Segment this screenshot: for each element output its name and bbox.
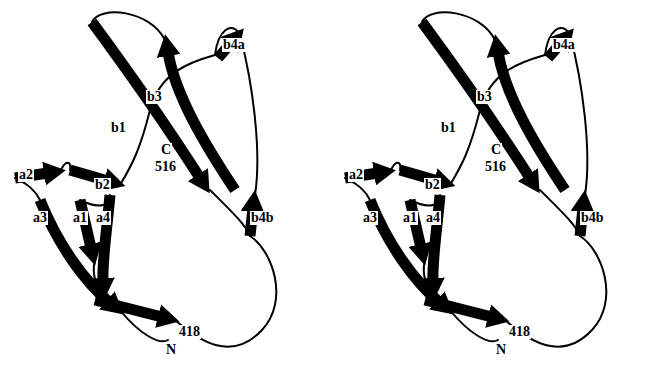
structure-label: a3: [362, 211, 378, 225]
structure-label: N: [165, 343, 177, 357]
structure-label: a2: [348, 168, 364, 182]
structure-label: b4b: [250, 211, 275, 225]
structure-label: b2: [424, 178, 441, 192]
structure-label: b4b: [580, 211, 605, 225]
structure-label: 516: [484, 160, 507, 174]
structure-label: 418: [178, 325, 201, 339]
structure-label: b4a: [222, 38, 246, 52]
structure-label: b3: [146, 90, 163, 104]
structure-label: b3: [476, 90, 493, 104]
structure-label: b1: [440, 121, 457, 135]
structure-label: a2: [18, 168, 34, 182]
structure-label: b1: [110, 121, 127, 135]
structure-label: 418: [508, 325, 531, 339]
structure-label: a3: [32, 211, 48, 225]
structure-label: C: [490, 143, 502, 157]
structure-label: a4: [95, 211, 111, 225]
structure-label: a1: [72, 211, 88, 225]
ribbon-left: [15, 12, 276, 346]
structure-label: 516: [154, 160, 177, 174]
structure-label: N: [495, 343, 507, 357]
structure-label: b4a: [552, 38, 576, 52]
structure-label: a4: [425, 211, 441, 225]
structure-label: a1: [402, 211, 418, 225]
structure-label: C: [160, 143, 172, 157]
structure-label: b2: [94, 178, 111, 192]
ribbon-right: [345, 12, 606, 346]
